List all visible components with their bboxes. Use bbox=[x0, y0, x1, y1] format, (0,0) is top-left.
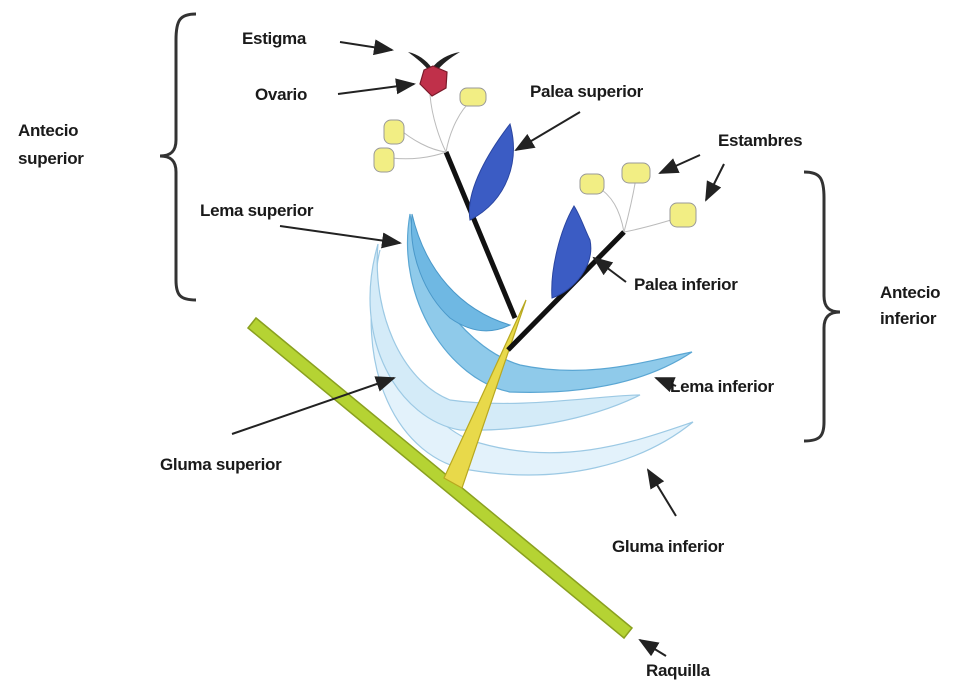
label-lema-superior: Lema superior bbox=[200, 201, 314, 220]
label-antecio-superior-1: Antecio bbox=[18, 121, 78, 140]
antecio-inferior-bracket bbox=[804, 172, 840, 441]
label-gluma-superior: Gluma superior bbox=[160, 455, 282, 474]
label-antecio-inferior-1: Antecio bbox=[880, 283, 940, 302]
raquilla-shape bbox=[248, 318, 632, 638]
label-antecio-superior-2: superior bbox=[18, 149, 84, 168]
label-gluma-inferior: Gluma inferior bbox=[612, 537, 725, 556]
palea-superior-shape bbox=[469, 124, 513, 220]
label-lema-inferior: Lema inferior bbox=[670, 377, 774, 396]
label-estigma: Estigma bbox=[242, 29, 307, 48]
label-antecio-inferior-2: inferior bbox=[880, 309, 937, 328]
antecio-superior-bracket bbox=[160, 14, 196, 300]
ovario-shape bbox=[420, 66, 447, 96]
label-palea-inferior: Palea inferior bbox=[634, 275, 738, 294]
label-palea-superior: Palea superior bbox=[530, 82, 644, 101]
label-estambres: Estambres bbox=[718, 131, 802, 150]
label-ovario: Ovario bbox=[255, 85, 307, 104]
palea-inferior-shape bbox=[552, 206, 591, 298]
label-raquilla: Raquilla bbox=[646, 661, 711, 680]
